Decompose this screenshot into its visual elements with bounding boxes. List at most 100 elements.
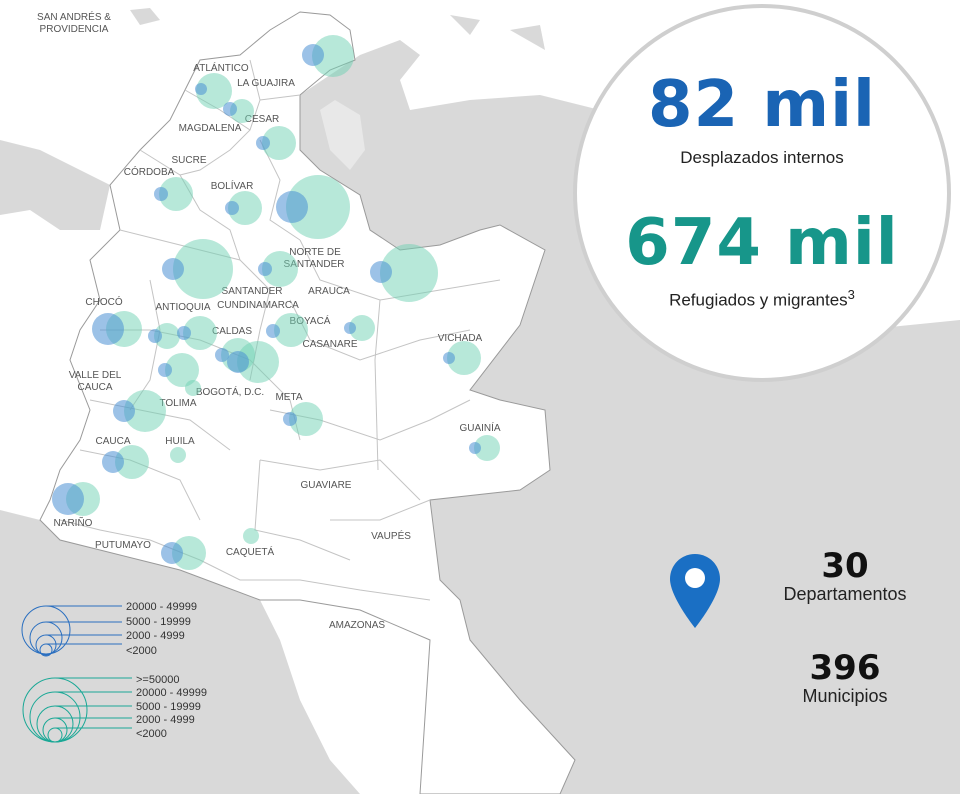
dept-label-valle-cauca-2: CAUCA — [77, 382, 112, 393]
idp-bubble-choco — [92, 313, 124, 345]
legend-idp-labels: 20000 - 49999 5000 - 19999 2000 - 4999 <… — [126, 601, 197, 657]
municipalities-count-label: Municipios — [802, 686, 888, 706]
dept-label-santander: SANTANDER — [222, 286, 283, 297]
legend-ref-label-1: >=50000 — [136, 674, 179, 686]
idp-bubble-vichada — [443, 352, 455, 364]
dept-label-narino: NARIÑO — [54, 516, 93, 529]
dept-label-bogota: BOGOTÁ, D.C. — [196, 385, 264, 398]
refugee-bubble-guainia — [474, 435, 500, 461]
dept-label-guaviare: GUAVIARE — [301, 480, 352, 491]
dept-label-valle-cauca: VALLE DEL — [69, 370, 122, 381]
legend-idp-label-3: 2000 - 4999 — [126, 630, 185, 642]
idp-bubble-cesar — [256, 136, 270, 150]
idp-bubble-casanare — [344, 322, 356, 334]
dept-label-caqueta: CAQUETÁ — [226, 545, 275, 558]
legend-ref-label-5: <2000 — [136, 728, 167, 740]
legend-idp-label-2: 5000 - 19999 — [126, 616, 191, 628]
idp-bubble-valle — [158, 363, 172, 377]
idp-bubble-cordoba — [154, 187, 168, 201]
location-pin-icon — [670, 554, 720, 628]
refugee-bubble-risaralda — [154, 323, 180, 349]
stats-circle: 82 mil Desplazados internos 674 mil Refu… — [573, 4, 951, 382]
departments-count: 30 Departamentos — [755, 548, 935, 604]
idp-bubble-guainia — [469, 442, 481, 454]
dept-label-cundinamarca: CUNDINAMARCA — [217, 300, 299, 311]
refugee-bubble-arauca — [380, 244, 438, 302]
idp-bubble-putumayo — [161, 542, 183, 564]
idp-bubble-norte-santander — [276, 191, 308, 223]
legend-refugees — [22, 677, 132, 743]
dept-label-magdalena: MAGDALENA — [179, 123, 242, 134]
dept-label-cesar: CESAR — [245, 114, 279, 125]
dept-label-vaupes: VAUPÉS — [371, 529, 411, 542]
dept-label-antioquia: ANTIOQUIA — [155, 302, 210, 313]
legend-idp — [21, 605, 122, 657]
idp-bubble-bogota — [227, 351, 249, 373]
idp-bubble-arauca — [370, 261, 392, 283]
legend-ref-label-2: 20000 - 49999 — [136, 687, 207, 699]
idp-total-label: Desplazados internos — [680, 148, 844, 167]
legend-idp-label-4: <2000 — [126, 645, 157, 657]
refugee-bubble-huila — [170, 447, 186, 463]
idp-bubble-magdalena — [223, 102, 237, 116]
refugee-bubble-cordoba — [159, 177, 193, 211]
idp-bubble-cundinamarca — [215, 348, 229, 362]
dept-label-cordoba: CÓRDOBA — [124, 165, 175, 178]
dept-label-tolima: TOLIMA — [159, 398, 196, 409]
departments-count-label: Departamentos — [783, 584, 907, 604]
refugees-total-label-wrap: Refugiados y migrantes3 — [577, 287, 947, 311]
dept-label-huila: HUILA — [165, 436, 195, 447]
idp-bubble-narino — [52, 483, 84, 515]
dept-label-sucre: SUCRE — [171, 155, 206, 166]
refugee-bubble-casanare — [349, 315, 375, 341]
refugee-bubble-atlantico — [196, 73, 232, 109]
legend-ref-label-4: 2000 - 4999 — [136, 714, 195, 726]
idp-bubble-bolivar — [225, 201, 239, 215]
municipalities-count: 396 Municipios — [755, 650, 935, 706]
municipalities-count-value: 396 — [809, 648, 881, 688]
dept-label-arauca: ARAUCA — [308, 286, 350, 297]
idp-bubble-risaralda — [148, 329, 162, 343]
idp-bubble-caldas — [177, 326, 191, 340]
refugee-bubble-valle — [165, 353, 199, 387]
refugee-bubble-cauca — [115, 445, 149, 479]
idp-bubble-cauca — [102, 451, 124, 473]
refugee-bubble-boyaca — [274, 313, 308, 347]
refugee-bubble-la-guajira — [312, 35, 354, 77]
refugees-total-value: 674 mil — [625, 206, 899, 280]
refugee-bubble-norte-santander — [286, 175, 350, 239]
refugee-bubble-putumayo — [172, 536, 206, 570]
dept-label-choco: CHOCÓ — [85, 295, 122, 308]
idp-bubble-santander — [258, 262, 272, 276]
dept-label-caldas: CALDAS — [212, 326, 252, 337]
refugee-bubble-antioquia — [173, 239, 233, 299]
idp-bubble-boyaca — [266, 324, 280, 338]
dept-label-amazonas: AMAZONAS — [329, 620, 385, 631]
legend-idp-label-1: 20000 - 49999 — [126, 601, 197, 613]
idp-bubble-la-guajira — [302, 44, 324, 66]
refugee-bubble-magdalena — [230, 99, 254, 123]
dept-label-casanare: CASANARE — [302, 339, 357, 350]
legend-ref-label-3: 5000 - 19999 — [136, 701, 201, 713]
dept-label-norte-santander-2: SANTANDER — [284, 259, 345, 270]
refugee-bubble-quindio — [185, 380, 201, 396]
refugee-bubble-bogota — [237, 341, 279, 383]
dept-label-cauca: CAUCA — [95, 436, 130, 447]
dept-label-bolivar: BOLÍVAR — [211, 179, 254, 192]
idp-bubble-antioquia — [162, 258, 184, 280]
neighbor-countries — [0, 8, 960, 794]
idp-total-value: 82 mil — [648, 68, 876, 142]
idp-bubble-tolima — [113, 400, 135, 422]
legend-refugees-labels: >=50000 20000 - 49999 5000 - 19999 2000 … — [136, 674, 207, 740]
dept-label-atlantico: ATLÁNTICO — [193, 61, 249, 74]
department-labels: SAN ANDRÉS & PROVIDENCIA ATLÁNTICO LA GU… — [37, 10, 501, 631]
refugee-bubble-caqueta — [243, 528, 259, 544]
refugee-bubbles — [66, 35, 500, 570]
dept-label-norte-santander: NORTE DE — [289, 247, 341, 258]
idp-bubble-meta — [283, 412, 297, 426]
refugee-bubble-cesar — [262, 126, 296, 160]
dept-label-putumayo: PUTUMAYO — [95, 540, 151, 551]
refugees-footnote-marker: 3 — [847, 287, 855, 302]
dept-label-san-andres-2: PROVIDENCIA — [40, 24, 109, 35]
